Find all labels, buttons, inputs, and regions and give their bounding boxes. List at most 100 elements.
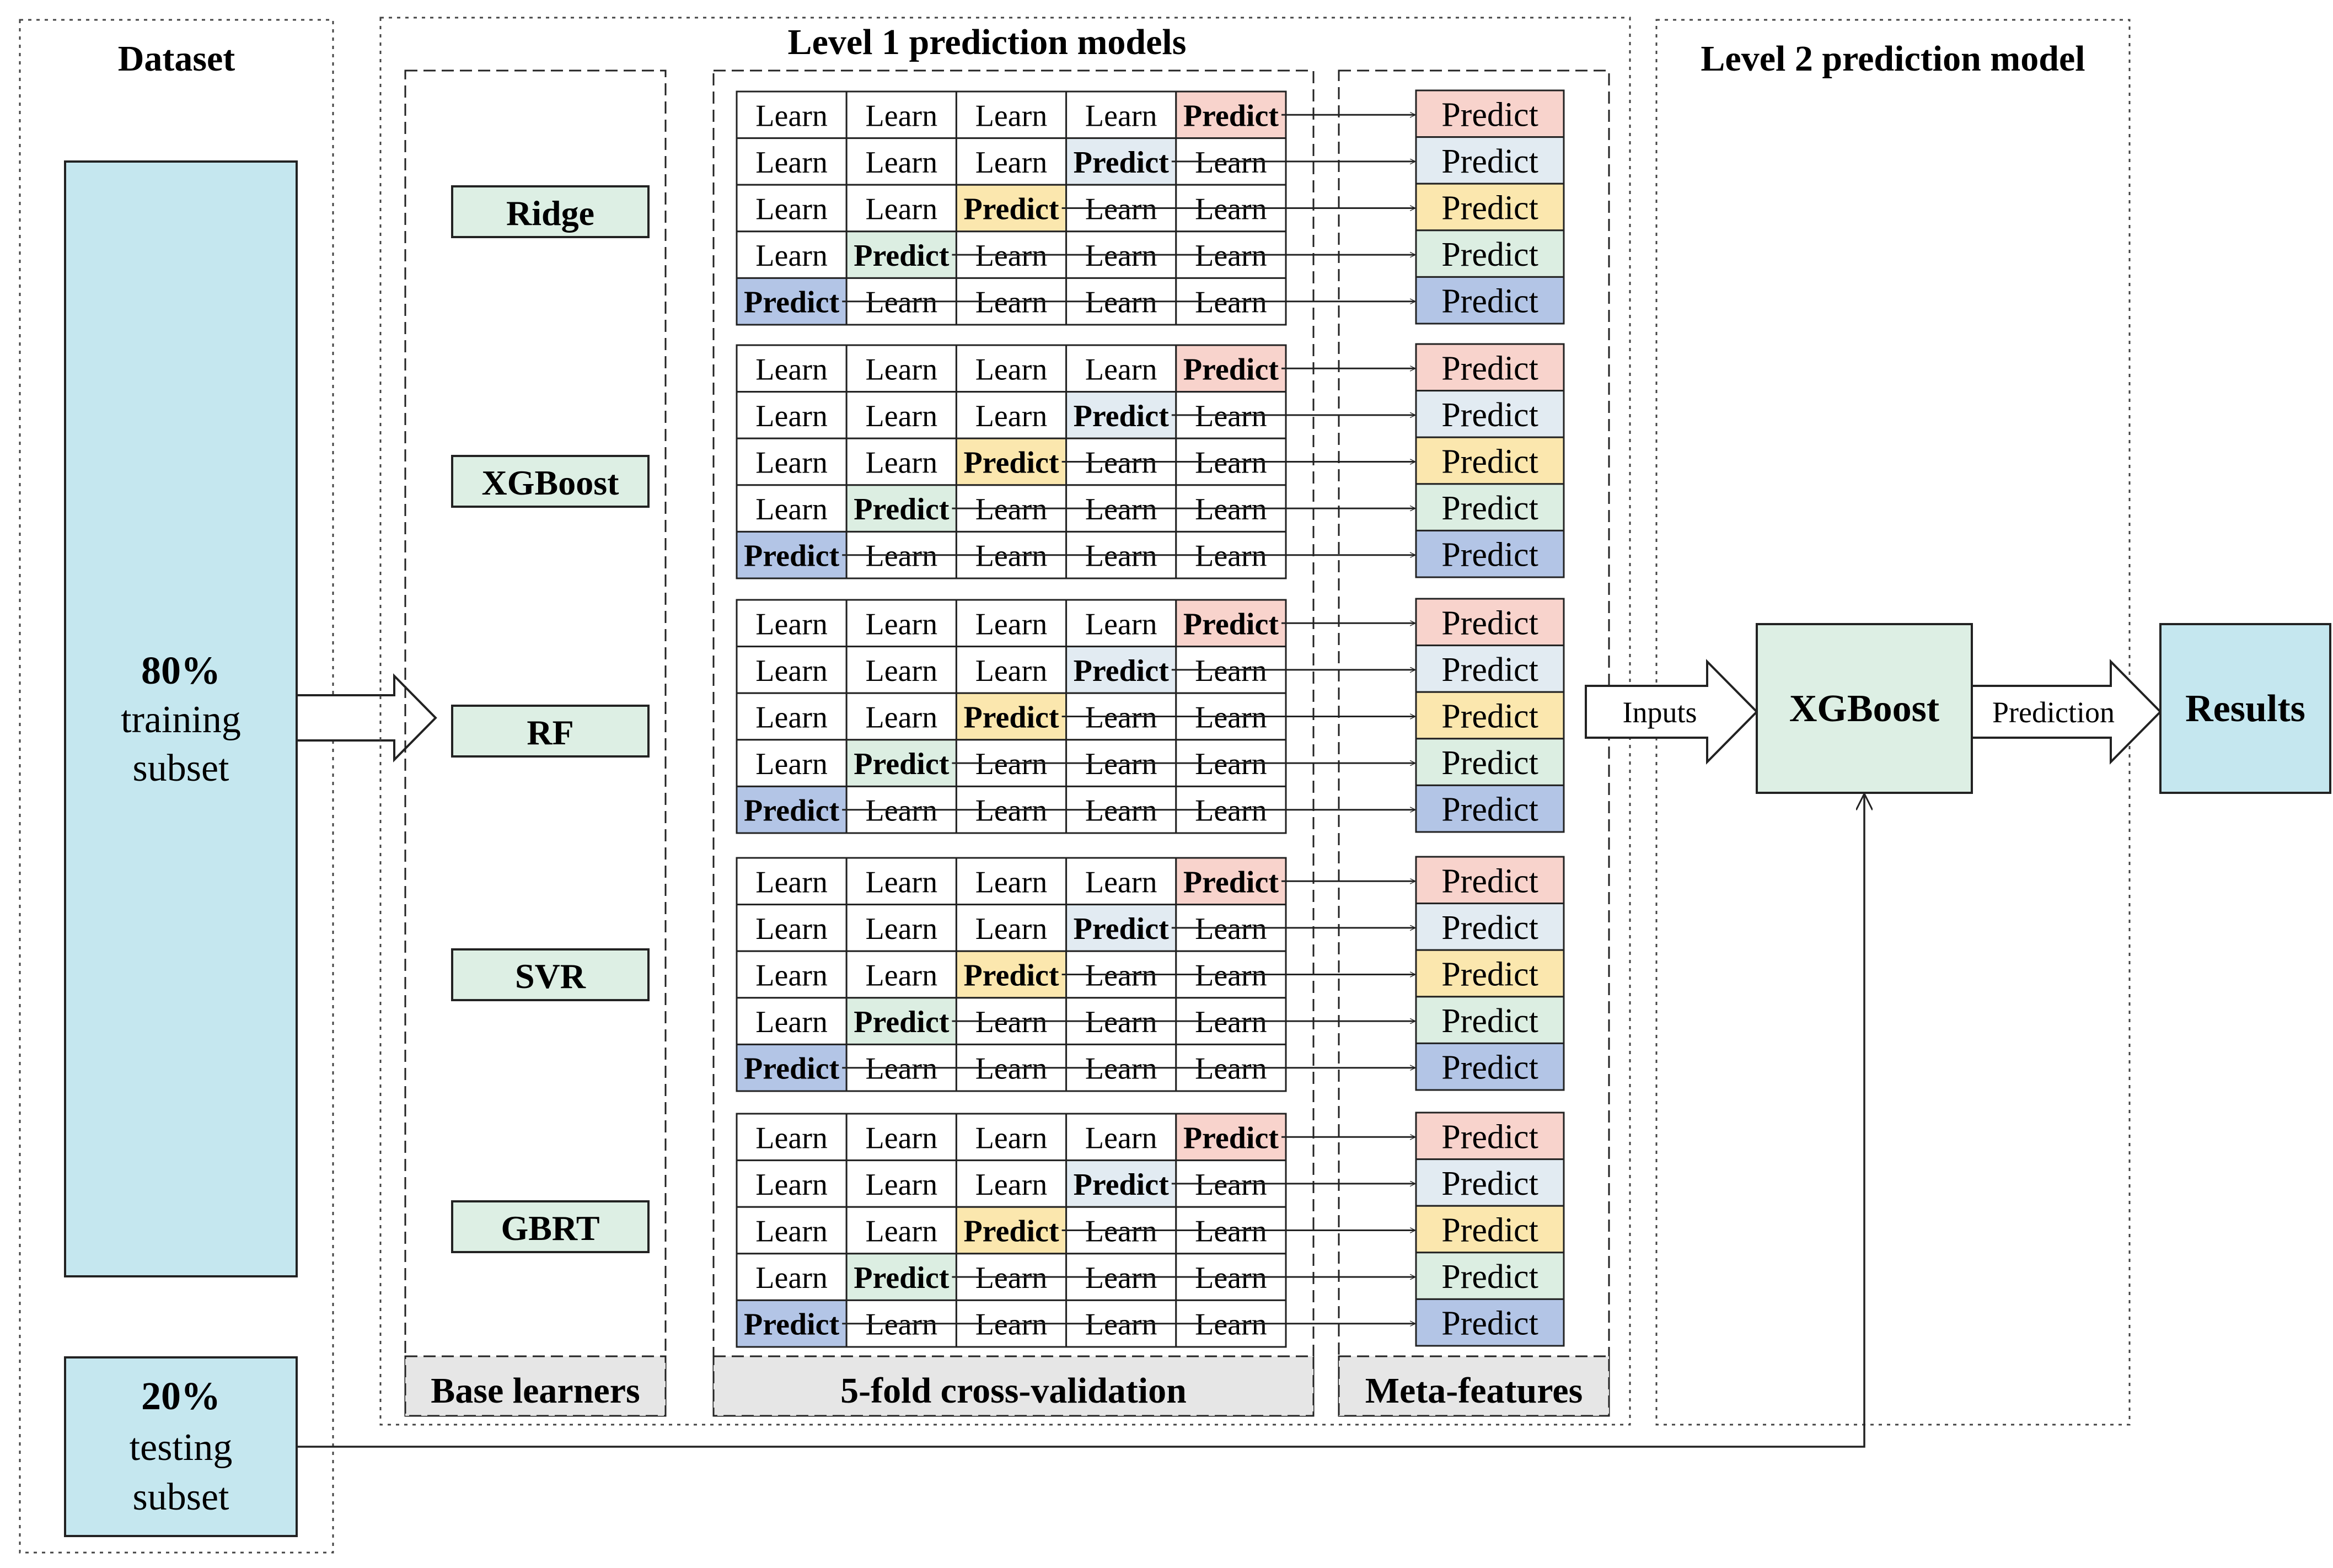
inputs-label: Inputs <box>1623 696 1697 729</box>
meta-feature-cell <box>1415 483 1565 531</box>
fold-learn-label: Learn <box>755 865 828 899</box>
fold-learn-label: Learn <box>755 1261 828 1295</box>
fold-learn-label: Learn <box>1085 1005 1157 1039</box>
fold-learn-label: Learn <box>975 539 1048 573</box>
fold-cell-learn <box>736 391 848 439</box>
fold-cell-learn <box>845 950 957 999</box>
fold-learn-label: Learn <box>755 912 828 946</box>
fold-learn-label: Learn <box>1195 146 1267 180</box>
fold-learn-label: Learn <box>1195 446 1267 480</box>
meta-feature-label: Predict <box>1441 604 1538 642</box>
fold-learn-label: Learn <box>866 654 938 688</box>
fold-predict-label: Predict <box>854 492 949 527</box>
fold-learn-label: Learn <box>755 146 828 180</box>
fold-learn-label: Learn <box>975 1308 1048 1342</box>
fold-predict-label: Predict <box>963 701 1059 735</box>
fold-learn-label: Learn <box>975 747 1048 781</box>
meta-feature-cell <box>1415 691 1565 740</box>
meta-feature-cell <box>1415 1298 1565 1347</box>
level1-title: Level 1 prediction models <box>788 22 1187 62</box>
fold-learn-label: Learn <box>1195 492 1267 527</box>
fold-predict-label: Predict <box>1183 865 1279 899</box>
fold-predict-label: Predict <box>1074 1168 1169 1202</box>
meta-feature-label: Predict <box>1441 956 1538 994</box>
fold-learn-label: Learn <box>1195 794 1267 828</box>
meta-feature-label: Predict <box>1441 1258 1538 1296</box>
fold-learn-label: Learn <box>1195 1052 1267 1086</box>
meta-feature-label: Predict <box>1441 744 1538 782</box>
fold-cell-predict <box>1175 344 1287 393</box>
base-learner-box-rf <box>451 705 650 758</box>
fold-learn-label: Learn <box>866 865 938 899</box>
fold-cell-learn <box>736 230 848 279</box>
fold-learn-label: Learn <box>755 1168 828 1202</box>
fold-predict-label: Predict <box>744 794 839 828</box>
fold-predict-label: Predict <box>744 1052 839 1086</box>
fold-learn-label: Learn <box>1085 1261 1157 1295</box>
fold-learn-label: Learn <box>866 192 938 227</box>
fold-learn-label: Learn <box>755 352 828 386</box>
fold-learn-label: Learn <box>755 1005 828 1039</box>
meta-feature-cell <box>1415 996 1565 1044</box>
fold-predict-label: Predict <box>744 286 839 320</box>
fold-cell-predict <box>1175 1113 1287 1162</box>
base-learner-box-xgboost <box>451 455 650 508</box>
fold-learn-label: Learn <box>755 192 828 227</box>
fold-learn-label: Learn <box>755 239 828 273</box>
meta-feature-label: Predict <box>1441 396 1538 434</box>
base-learner-label: GBRT <box>501 1209 599 1248</box>
fold-predict-label: Predict <box>963 192 1059 227</box>
fold-learn-label: Learn <box>866 286 938 320</box>
testing-label-line1: testing <box>130 1426 233 1469</box>
fold-cell-learn <box>845 437 957 486</box>
fold-learn-label: Learn <box>866 446 938 480</box>
meta-feature-label: Predict <box>1441 1118 1538 1156</box>
fold-learn-label: Learn <box>975 239 1048 273</box>
meta-feature-label: Predict <box>1441 791 1538 829</box>
fold-cell-learn <box>955 646 1068 694</box>
fold-predict-label: Predict <box>1183 352 1279 386</box>
meta-feature-cell <box>1415 1252 1565 1300</box>
fold-cell-predict <box>736 277 848 326</box>
meta-feature-cell <box>1415 1042 1565 1091</box>
fold-learn-label: Learn <box>975 794 1048 828</box>
fold-cell-learn <box>736 137 848 186</box>
fold-learn-label: Learn <box>755 701 828 735</box>
fold-learn-label: Learn <box>866 607 938 641</box>
base-learner-label: Ridge <box>506 194 594 233</box>
fold-to-meta-arrows <box>842 115 1415 1323</box>
fold-learn-label: Learn <box>975 1121 1048 1155</box>
fold-learn-label: Learn <box>866 1215 938 1249</box>
meta-feature-cell <box>1415 903 1565 951</box>
fold-cell-learn <box>1065 90 1177 139</box>
fold-cell-predict <box>955 437 1068 486</box>
meta-feature-label: Predict <box>1441 909 1538 947</box>
fold-predict-label: Predict <box>963 959 1059 993</box>
fold-learn-label: Learn <box>866 794 938 828</box>
fold-learn-label: Learn <box>1195 539 1267 573</box>
results-box <box>2159 623 2331 794</box>
fold-learn-label: Learn <box>866 352 938 386</box>
fold-learn-label: Learn <box>975 146 1048 180</box>
base-learners-caption-box <box>404 1355 667 1417</box>
dataset-frame <box>19 19 334 1554</box>
fold-learn-label: Learn <box>975 1005 1048 1039</box>
fold-learn-label: Learn <box>975 286 1048 320</box>
meta-feature-cell <box>1415 89 1565 138</box>
fold-learn-label: Learn <box>1085 607 1157 641</box>
fold-learn-label: Learn <box>866 701 938 735</box>
fold-cell-predict <box>736 1299 848 1348</box>
fold-learn-label: Learn <box>1085 286 1157 320</box>
fold-learn-label: Learn <box>755 607 828 641</box>
fold-predict-label: Predict <box>744 1308 839 1342</box>
fold-learn-label: Learn <box>755 399 828 433</box>
meta-feature-cell <box>1415 276 1565 325</box>
fold-learn-label: Learn <box>1195 1261 1267 1295</box>
meta-feature-cell <box>1415 343 1565 392</box>
fold-learn-label: Learn <box>866 539 938 573</box>
fold-learn-label: Learn <box>1085 239 1157 273</box>
fold-learn-label: Learn <box>1195 1168 1267 1202</box>
fold-learn-label: Learn <box>866 912 938 946</box>
fold-cell-predict <box>1175 599 1287 648</box>
